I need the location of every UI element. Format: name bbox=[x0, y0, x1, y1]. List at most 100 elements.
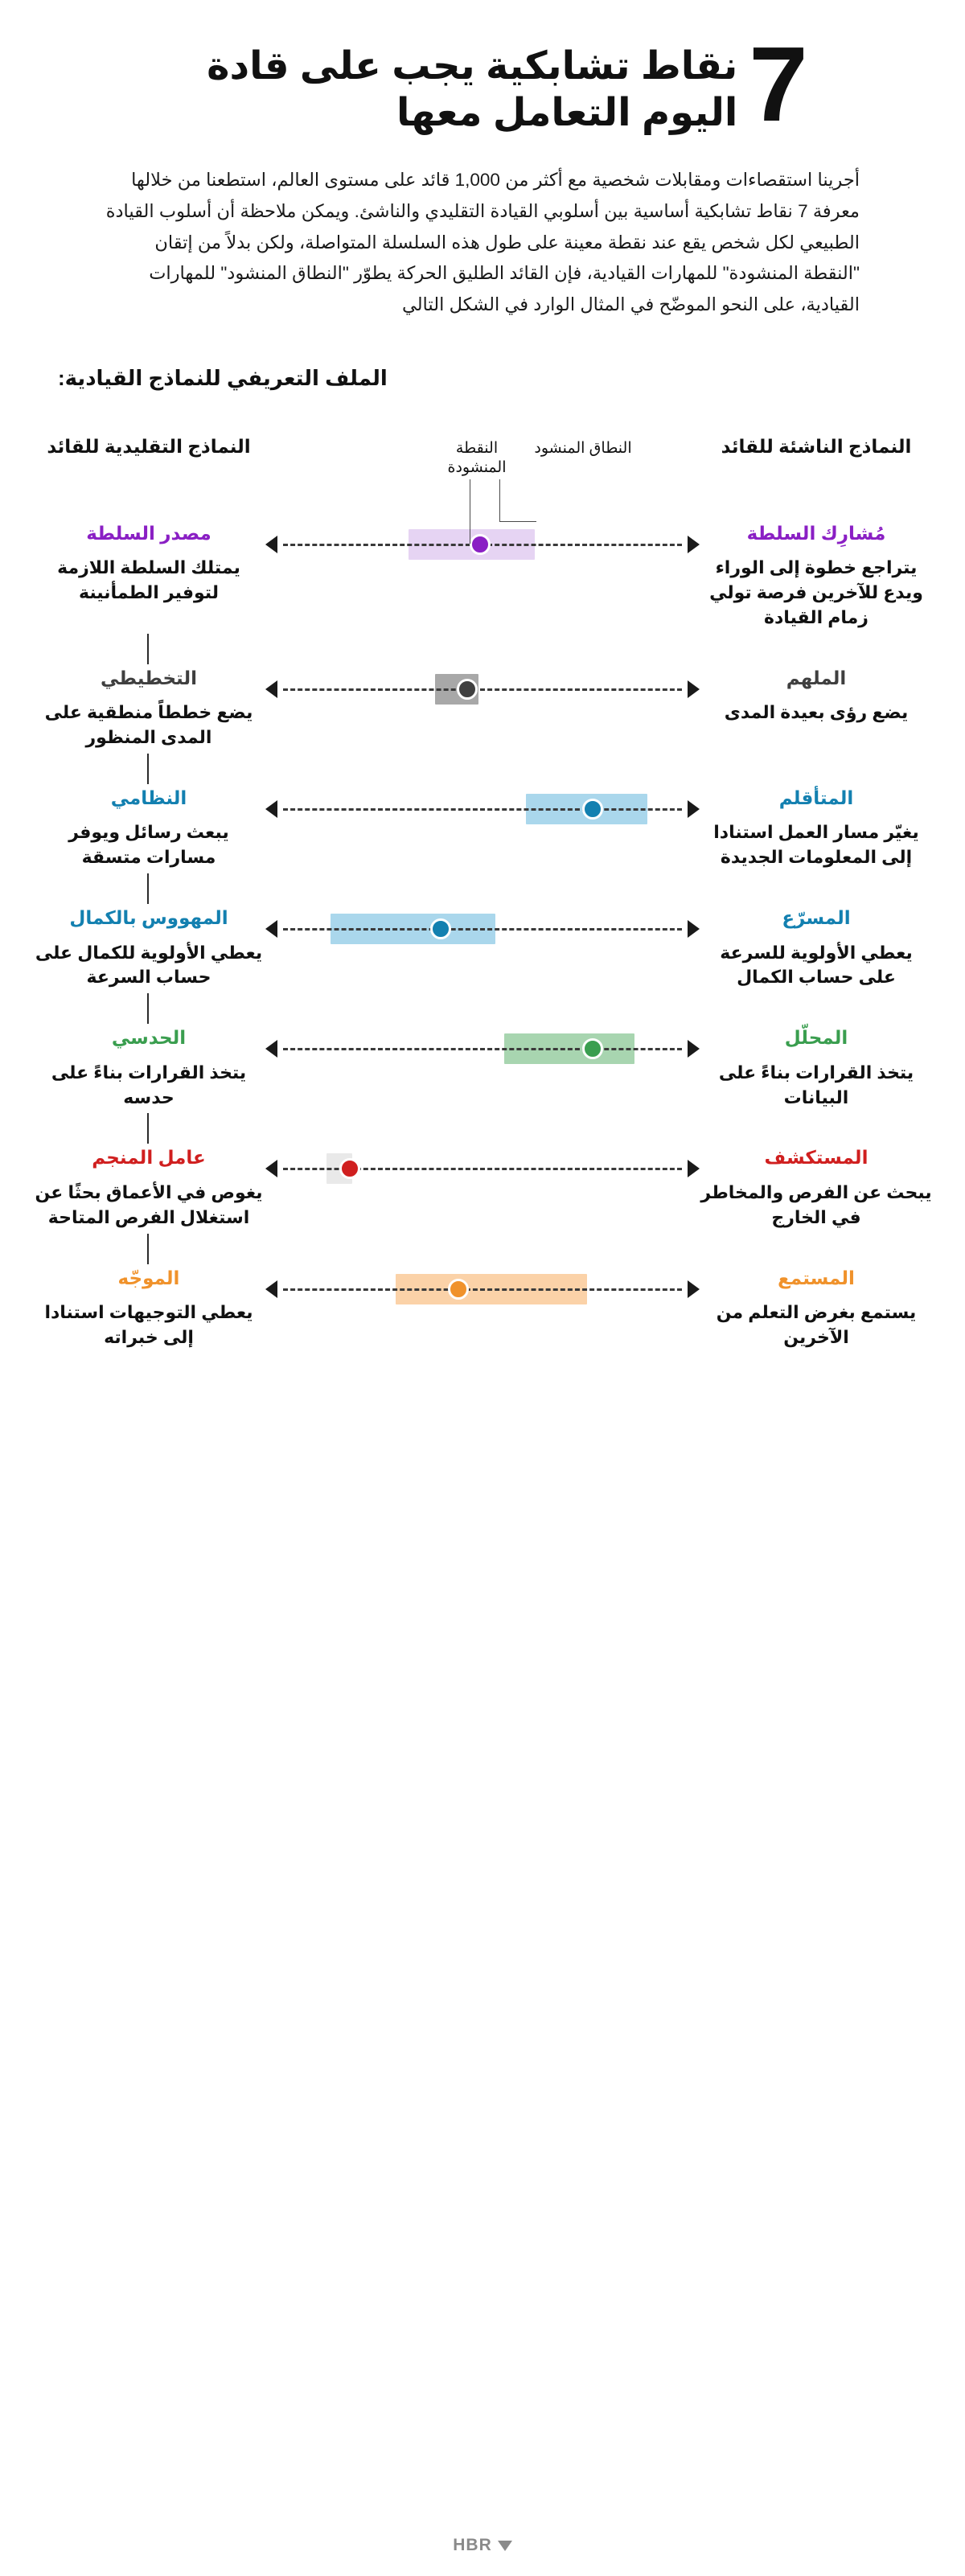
row-axis-track bbox=[265, 1147, 700, 1195]
desired-point-marker bbox=[582, 798, 604, 820]
emerging-style-description: يضع رؤى بعيدة المدى bbox=[724, 702, 909, 723]
column-headers: النماذج الناشئة للقائد النطاق المنشود ال… bbox=[32, 434, 933, 523]
traditional-style-description: يغوص في الأعماق بحثًا عن استغلال الفرص ا… bbox=[35, 1181, 263, 1227]
traditional-style-description: يبعث رسائل ويوفر مسارات متسقة bbox=[68, 822, 229, 868]
emerging-style-description: يتراجع خطوة إلى الوراء ويدع للآخرين فرصة… bbox=[709, 557, 923, 627]
row-emerging-side: المتأقلم يغيّر مسار العمل استنادا إلى الم… bbox=[700, 787, 933, 870]
emerging-style-description: يعطي الأولوية للسرعة على حساب الكمال bbox=[720, 942, 913, 988]
traditional-style-description: يمتلك السلطة اللازمة لتوفير الطمأنينة bbox=[57, 557, 240, 603]
chart-row: مُشارِك السلطة يتراجع خطوة إلى الوراء ويد… bbox=[32, 523, 933, 631]
column-header-emerging: النماذج الناشئة للقائد bbox=[721, 435, 912, 457]
axis-line bbox=[283, 688, 682, 691]
row-traditional-side: التخطيطي يضع خططاً منطقية على المدى المنظ… bbox=[32, 668, 265, 750]
arrow-left-icon bbox=[265, 680, 277, 698]
chart-rows: مُشارِك السلطة يتراجع خطوة إلى الوراء ويد… bbox=[32, 523, 933, 1350]
legend-desired-range: النطاق المنشود bbox=[534, 439, 632, 457]
desired-point-marker bbox=[430, 918, 452, 939]
intro-paragraph: أجرينا استقصاءات ومقابلات شخصية مع أكثر … bbox=[105, 170, 860, 314]
chart-subheading: الملف التعريفي للنماذج القيادية: bbox=[58, 365, 388, 390]
chart-row: المتأقلم يغيّر مسار العمل استنادا إلى الم… bbox=[32, 787, 933, 870]
arrow-left-icon bbox=[265, 1040, 277, 1058]
desired-point-marker bbox=[447, 1278, 469, 1300]
traditional-style-name: الحدسي bbox=[111, 1027, 187, 1049]
emerging-style-name: المتأقلم bbox=[778, 787, 854, 808]
row-connector-line bbox=[147, 753, 149, 784]
row-axis-track bbox=[265, 523, 700, 571]
arrow-right-icon bbox=[688, 1040, 700, 1058]
row-emerging-side: المسرّع يعطي الأولوية للسرعة على حساب الك… bbox=[700, 907, 933, 990]
traditional-style-name: التخطيطي bbox=[101, 667, 197, 688]
title-block: 7 نقاط تشابكية يجب على قادة اليوم التعام… bbox=[58, 25, 907, 143]
arrow-right-icon bbox=[688, 680, 700, 698]
emerging-style-description: يبحث عن الفرص والمخاطر في الخارج bbox=[700, 1181, 932, 1227]
emerging-style-name: المسرّع bbox=[782, 906, 851, 928]
axis-line bbox=[283, 927, 682, 931]
row-traditional-side: الموجّه يعطي التوجيهات استنادا إلى خبراته bbox=[32, 1267, 265, 1350]
row-traditional-side: عامل المنجم يغوص في الأعماق بحثًا عن استغ… bbox=[32, 1147, 265, 1230]
leadership-spectrum-chart: النماذج الناشئة للقائد النطاق المنشود ال… bbox=[0, 434, 965, 1350]
row-connector-line bbox=[147, 1233, 149, 1264]
page-title: نقاط تشابكية يجب على قادة اليوم التعامل … bbox=[207, 45, 738, 134]
arrow-right-icon bbox=[688, 919, 700, 938]
row-traditional-side: النظامي يبعث رسائل ويوفر مسارات متسقة bbox=[32, 787, 265, 870]
emerging-style-description: يغيّر مسار العمل استنادا إلى المعلومات ا… bbox=[713, 822, 919, 868]
traditional-style-name: النظامي bbox=[110, 787, 187, 808]
legend-range-leader-elbow bbox=[499, 520, 536, 523]
headline-number: 7 bbox=[749, 25, 807, 143]
arrow-right-icon bbox=[688, 1160, 700, 1178]
arrow-right-icon bbox=[688, 1280, 700, 1298]
row-axis-track bbox=[265, 1267, 700, 1316]
emerging-style-name: المحلّل bbox=[784, 1027, 848, 1049]
row-axis-track bbox=[265, 1027, 700, 1075]
traditional-style-name: المهووس بالكمال bbox=[69, 906, 228, 928]
desired-point-marker bbox=[582, 1038, 604, 1060]
arrow-left-icon bbox=[265, 1160, 277, 1178]
desired-point-marker bbox=[339, 1158, 360, 1180]
row-emerging-side: المحلّل يتخذ القرارات بناءً على البيانات bbox=[700, 1027, 933, 1110]
arrow-right-icon bbox=[688, 535, 700, 553]
legend-range-leader-line bbox=[499, 479, 501, 521]
traditional-style-description: يضع خططاً منطقية على المدى المنظور bbox=[44, 702, 253, 747]
row-axis-track bbox=[265, 668, 700, 716]
emerging-style-name: المستمع bbox=[778, 1267, 855, 1288]
traditional-style-name: عامل المنجم bbox=[92, 1147, 206, 1169]
row-connector-line bbox=[147, 873, 149, 904]
row-axis-track bbox=[265, 787, 700, 836]
traditional-style-description: يعطي التوجيهات استنادا إلى خبراته bbox=[44, 1302, 253, 1347]
axis-line bbox=[283, 1168, 682, 1171]
axis-line bbox=[283, 1048, 682, 1051]
arrow-left-icon bbox=[265, 1280, 277, 1298]
traditional-style-description: يتخذ القرارات بناءً على حدسه bbox=[51, 1062, 247, 1107]
legend-desired-point: النقطة المنشودة bbox=[447, 439, 507, 477]
emerging-style-description: يتخذ القرارات بناءً على البيانات bbox=[718, 1062, 914, 1107]
desired-point-marker bbox=[469, 533, 491, 555]
arrow-left-icon bbox=[265, 535, 277, 553]
emerging-style-name: مُشارِك السلطة bbox=[746, 522, 886, 544]
column-header-traditional: النماذج التقليدية للقائد bbox=[47, 435, 251, 457]
row-emerging-side: مُشارِك السلطة يتراجع خطوة إلى الوراء ويد… bbox=[700, 523, 933, 631]
row-traditional-side: الحدسي يتخذ القرارات بناءً على حدسه bbox=[32, 1027, 265, 1110]
row-traditional-side: مصدر السلطة يمتلك السلطة اللازمة لتوفير ا… bbox=[32, 523, 265, 606]
arrow-left-icon bbox=[265, 919, 277, 938]
traditional-style-name: مصدر السلطة bbox=[86, 522, 211, 544]
hbr-logo: HBR bbox=[453, 2536, 512, 2555]
chart-row: المسرّع يعطي الأولوية للسرعة على حساب الك… bbox=[32, 907, 933, 990]
traditional-style-name: الموجّه bbox=[117, 1267, 180, 1288]
row-connector-line bbox=[147, 633, 149, 664]
chart-legend: النطاق المنشود النقطة المنشودة bbox=[265, 434, 700, 523]
row-axis-track bbox=[265, 907, 700, 955]
axis-line bbox=[283, 807, 682, 811]
row-connector-line bbox=[147, 993, 149, 1025]
legend-point-leader-line bbox=[469, 479, 471, 544]
page-header: 7 نقاط تشابكية يجب على قادة اليوم التعام… bbox=[0, 0, 965, 143]
arrow-left-icon bbox=[265, 799, 277, 818]
page-footer: HBR bbox=[0, 2536, 965, 2555]
hbr-wordmark: HBR bbox=[453, 2536, 492, 2554]
